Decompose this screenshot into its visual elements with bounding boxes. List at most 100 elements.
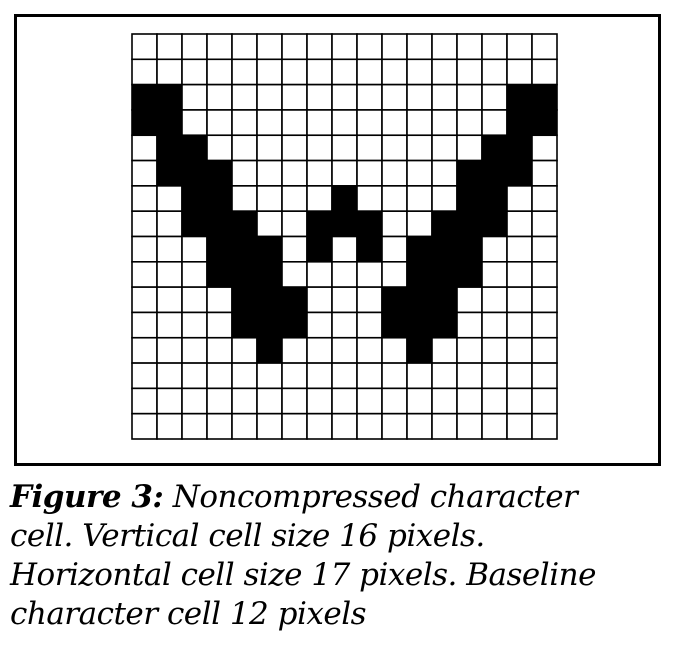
figure-label: Figure 3:: [10, 479, 164, 515]
pixel-off: [131, 185, 158, 212]
pixel-off: [281, 159, 308, 187]
pixel-off: [431, 159, 458, 187]
pixel-off: [406, 58, 433, 86]
pixel-off: [331, 387, 358, 415]
pixel-on: [381, 311, 408, 339]
caption-line-2: cell. Vertical cell size 16 pixels.: [10, 518, 485, 554]
pixel-off: [331, 33, 358, 61]
pixel-off: [156, 412, 183, 440]
pixel-off: [156, 261, 183, 288]
pixel-off: [406, 185, 433, 212]
pixel-on: [506, 109, 533, 137]
pixel-off: [256, 362, 283, 390]
pixel-off: [531, 33, 558, 61]
pixel-off: [256, 58, 283, 86]
pixel-off: [431, 336, 458, 364]
pixel-off: [456, 286, 483, 314]
pixel-off: [331, 311, 358, 339]
pixel-off: [406, 83, 433, 111]
pixel-on: [431, 311, 458, 339]
pixel-off: [431, 412, 458, 440]
pixel-off: [231, 33, 258, 61]
pixel-on: [331, 210, 358, 238]
pixel-off: [506, 387, 533, 415]
pixel-off: [306, 83, 333, 111]
pixel-off: [181, 33, 208, 61]
pixel-off: [231, 336, 258, 364]
pixel-off: [256, 159, 283, 187]
pixel-off: [356, 134, 383, 162]
pixel-off: [481, 412, 508, 440]
pixel-off: [156, 387, 183, 415]
pixel-off: [331, 83, 358, 111]
pixel-off: [406, 109, 433, 137]
pixel-off: [156, 58, 183, 86]
pixel-on: [131, 83, 158, 111]
pixel-on: [431, 286, 458, 314]
pixel-off: [256, 185, 283, 212]
pixel-on: [456, 185, 483, 212]
pixel-on: [156, 83, 183, 111]
pixel-off: [306, 134, 333, 162]
pixel-off: [406, 412, 433, 440]
pixel-off: [181, 387, 208, 415]
pixel-on: [406, 235, 433, 263]
pixel-on: [156, 109, 183, 137]
pixel-off: [456, 33, 483, 61]
pixel-off: [181, 109, 208, 137]
pixel-on: [431, 210, 458, 238]
pixel-off: [506, 210, 533, 238]
pixel-off: [431, 83, 458, 111]
figure-frame: [14, 14, 661, 466]
pixel-off: [381, 210, 408, 238]
pixel-off: [231, 185, 258, 212]
pixel-off: [206, 336, 233, 364]
pixel-off: [406, 134, 433, 162]
pixel-off: [206, 33, 233, 61]
pixel-on: [281, 286, 308, 314]
pixel-off: [156, 185, 183, 212]
pixel-off: [256, 387, 283, 415]
pixel-off: [356, 58, 383, 86]
pixel-off: [256, 134, 283, 162]
pixel-off: [481, 109, 508, 137]
pixel-off: [256, 33, 283, 61]
pixel-off: [231, 109, 258, 137]
pixel-off: [481, 261, 508, 288]
pixel-off: [531, 134, 558, 162]
pixel-off: [431, 387, 458, 415]
pixel-off: [281, 33, 308, 61]
pixel-off: [356, 336, 383, 364]
pixel-on: [506, 134, 533, 162]
pixel-off: [456, 58, 483, 86]
pixel-off: [156, 362, 183, 390]
pixel-off: [306, 159, 333, 187]
pixel-on: [256, 286, 283, 314]
pixel-off: [506, 185, 533, 212]
pixel-off: [456, 109, 483, 137]
pixel-off: [256, 83, 283, 111]
pixel-off: [506, 336, 533, 364]
pixel-off: [431, 362, 458, 390]
pixel-on: [231, 286, 258, 314]
pixel-off: [306, 109, 333, 137]
pixel-off: [481, 83, 508, 111]
pixel-on: [181, 159, 208, 187]
pixel-on: [531, 83, 558, 111]
character-cell-grid: [131, 33, 558, 440]
pixel-off: [131, 235, 158, 263]
pixel-off: [331, 362, 358, 390]
pixel-off: [156, 311, 183, 339]
pixel-on: [231, 261, 258, 288]
pixel-off: [456, 412, 483, 440]
pixel-off: [281, 261, 308, 288]
pixel-on: [181, 134, 208, 162]
pixel-off: [506, 286, 533, 314]
pixel-off: [481, 58, 508, 86]
pixel-off: [481, 286, 508, 314]
pixel-off: [306, 286, 333, 314]
pixel-off: [131, 336, 158, 364]
pixel-on: [506, 159, 533, 187]
pixel-off: [181, 336, 208, 364]
pixel-off: [281, 134, 308, 162]
